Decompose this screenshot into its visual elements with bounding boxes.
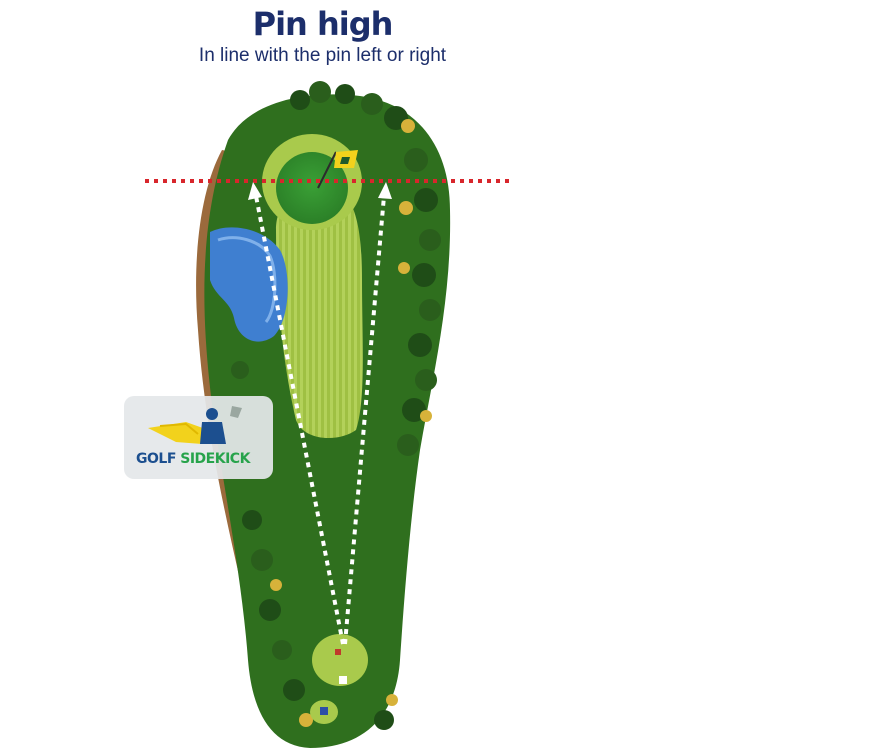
logo-word-golf: GOLF	[136, 451, 176, 467]
green	[276, 152, 348, 224]
arrowhead-right	[378, 182, 392, 199]
shot-path-left	[254, 195, 345, 645]
tree-line	[231, 81, 441, 730]
shot-path-right	[343, 195, 386, 645]
tee-box	[312, 634, 368, 686]
sidekick-mascot-icon	[148, 406, 242, 444]
golf-sidekick-logo: GOLF SIDEKICK	[124, 396, 273, 479]
page-subtitle: In line with the pin left or right	[198, 45, 447, 66]
arrowhead-left	[248, 182, 262, 200]
fairway	[276, 184, 363, 439]
page-title: Pin high	[252, 5, 394, 43]
logo-word-sidekick: SIDEKICK	[180, 451, 250, 467]
logo-wordmark: GOLF SIDEKICK	[136, 450, 250, 468]
shot-paths	[248, 182, 392, 645]
pin-flag	[317, 150, 358, 189]
